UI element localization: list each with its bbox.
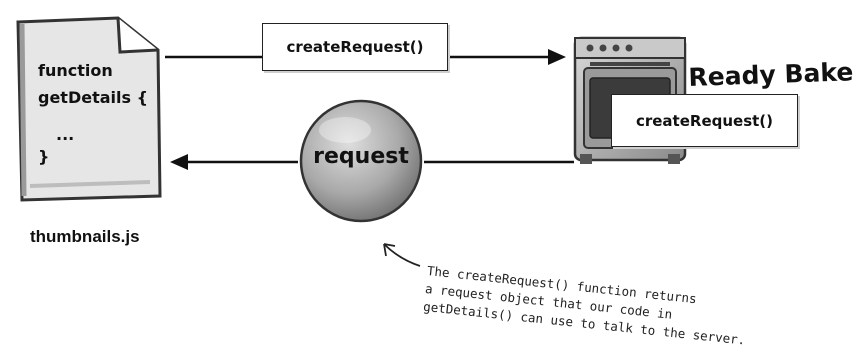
oven-method-box: createRequest() — [611, 94, 798, 147]
code-line-getdetails: getDetails { — [38, 88, 148, 107]
code-line-function: function — [38, 61, 113, 80]
call-arrow — [165, 49, 566, 65]
call-label-box: createRequest() — [262, 23, 448, 71]
filename-label: thumbnails.js — [30, 227, 140, 246]
code-line-closing-brace: } — [38, 147, 50, 166]
file-page-icon — [16, 16, 162, 202]
annotation-pointer-arrow — [383, 243, 421, 267]
return-arrow — [170, 154, 574, 170]
code-line-ellipsis: ... — [56, 125, 75, 144]
request-ball — [299, 99, 423, 223]
request-label: request — [313, 144, 409, 169]
oven-title: Ready Bake — [688, 57, 854, 92]
